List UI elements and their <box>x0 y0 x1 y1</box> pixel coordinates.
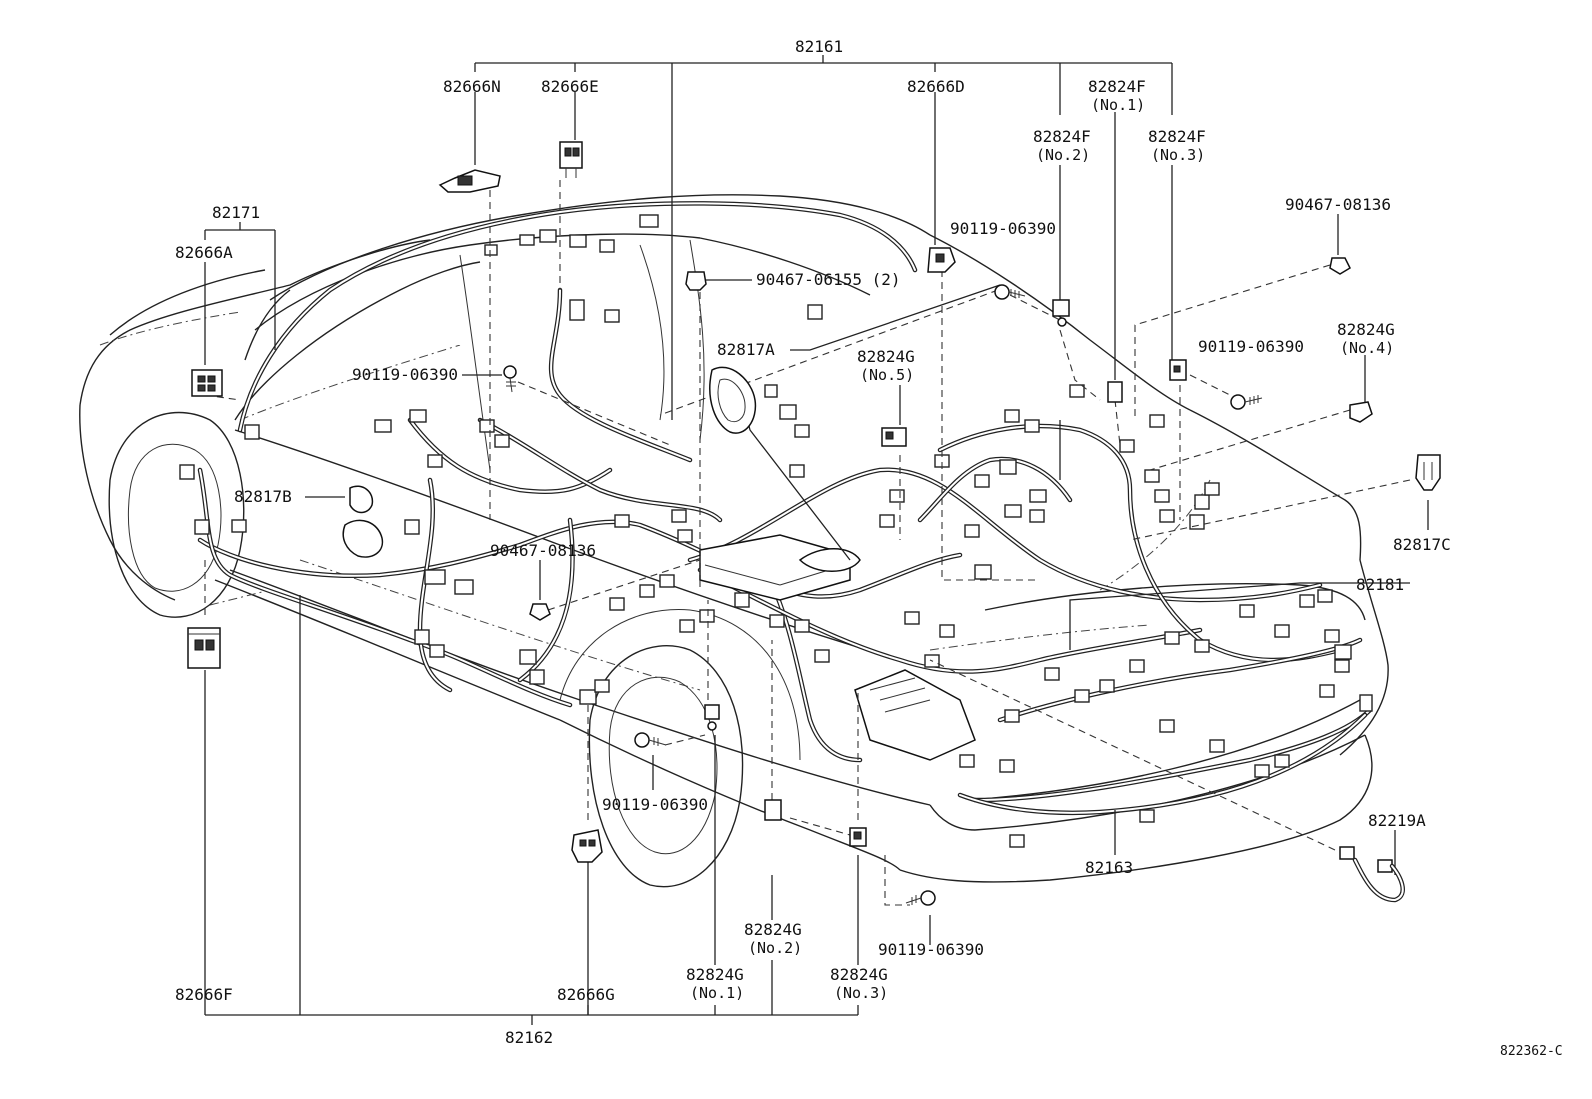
label-90467-08136-mid: 90467-08136 <box>490 541 596 560</box>
part-82824G-no3-connector <box>849 827 867 847</box>
label-82666N: 82666N <box>443 77 501 96</box>
part-82824G-no5-connector <box>881 427 907 447</box>
label-82162: 82162 <box>505 1028 553 1047</box>
car-body-outline <box>79 194 1389 883</box>
part-90119-06390-bolt-top <box>994 284 1026 300</box>
part-82824F-no1-connector <box>1107 381 1123 403</box>
part-90467-08136-clip-mid <box>529 603 551 621</box>
part-82219A-sub-harness <box>1339 846 1405 903</box>
part-82666G-clip <box>571 829 603 863</box>
label-82824G-no4: 82824G <box>1337 320 1395 339</box>
label-90467-06155: 90467-06155 (2) <box>756 270 901 289</box>
part-82824G-no1-connector <box>704 704 720 731</box>
label-82824F-no1-sub: (No.1) <box>1091 96 1145 114</box>
part-82817C-clip <box>1415 454 1441 491</box>
label-82666E: 82666E <box>541 77 599 96</box>
part-82666A-connector <box>191 369 223 397</box>
label-82824G-no1: 82824G <box>686 965 744 984</box>
label-90467-08136-top: 90467-08136 <box>1285 195 1391 214</box>
label-82824F-no1: 82824F <box>1088 77 1146 96</box>
label-82824G-no1-sub: (No.1) <box>690 984 744 1002</box>
harness-rear-floor <box>687 423 1373 803</box>
harness-floor-main <box>197 287 963 708</box>
part-82817A-grommet <box>709 366 757 434</box>
rear-ecu-block <box>699 534 976 761</box>
front-wheel <box>108 411 245 618</box>
part-90467-08136-clip-top <box>1329 257 1351 275</box>
part-82666D-clip <box>927 247 956 273</box>
part-90119-06390-bolt-right <box>1230 394 1263 410</box>
label-82171: 82171 <box>212 203 260 222</box>
label-82161: 82161 <box>795 37 843 56</box>
label-90119-06390-bottom: 90119-06390 <box>878 940 984 959</box>
label-82824G-no4-sub: (No.4) <box>1340 339 1394 357</box>
label-82824F-no2: 82824F <box>1033 127 1091 146</box>
label-82824G-no2: 82824G <box>744 920 802 939</box>
label-82824G-no3-sub: (No.3) <box>834 984 888 1002</box>
part-82824F-no2-connector <box>1052 299 1070 327</box>
label-82163: 82163 <box>1085 858 1133 877</box>
part-82824F-no3-connector <box>1169 359 1187 381</box>
label-90119-06390-left: 90119-06390 <box>352 365 458 384</box>
part-90119-06390-bolt-bottom <box>905 890 936 906</box>
figure-code: 822362-C <box>1500 1044 1563 1059</box>
leader-lines <box>204 55 1429 1025</box>
label-82824F-no2-sub: (No.2) <box>1036 146 1090 164</box>
label-82666A: 82666A <box>175 243 233 262</box>
label-90119-06390-top: 90119-06390 <box>950 219 1056 238</box>
label-82824G-no5-sub: (No.5) <box>860 366 914 384</box>
part-90119-06390-bolt-wheel <box>634 732 667 748</box>
label-82824G-no5: 82824G <box>857 347 915 366</box>
harness-roof <box>237 201 918 433</box>
label-82666F: 82666F <box>175 985 233 1004</box>
label-90119-06390-right: 90119-06390 <box>1198 337 1304 356</box>
part-82824G-no2-connector <box>764 799 782 821</box>
label-82824G-no2-sub: (No.2) <box>748 939 802 957</box>
part-82666E-clip <box>559 141 583 178</box>
label-82817B: 82817B <box>234 487 292 506</box>
harness-rear-bumper <box>957 712 1368 816</box>
label-82666G: 82666G <box>557 985 615 1004</box>
part-82666F-connector <box>187 627 221 669</box>
label-82817C: 82817C <box>1393 535 1451 554</box>
label-82824F-no3-sub: (No.3) <box>1151 146 1205 164</box>
part-82666N-clamp <box>438 169 501 193</box>
label-82181: 82181 <box>1356 575 1404 594</box>
part-82817B-grommet <box>342 485 384 558</box>
part-labels: 82161 82666N 82666E 82666D 82824F (No.1)… <box>175 37 1563 1059</box>
part-90467-06155-clip <box>685 271 707 291</box>
part-90119-06390-bolt-left <box>503 365 517 393</box>
part-82824G-no4-connector <box>1349 401 1373 423</box>
label-90119-06390-wheel: 90119-06390 <box>602 795 708 814</box>
label-82666D: 82666D <box>907 77 965 96</box>
label-82824G-no3: 82824G <box>830 965 888 984</box>
label-82817A: 82817A <box>717 340 775 359</box>
label-82824F-no3: 82824F <box>1148 127 1206 146</box>
label-82219A: 82219A <box>1368 811 1426 830</box>
